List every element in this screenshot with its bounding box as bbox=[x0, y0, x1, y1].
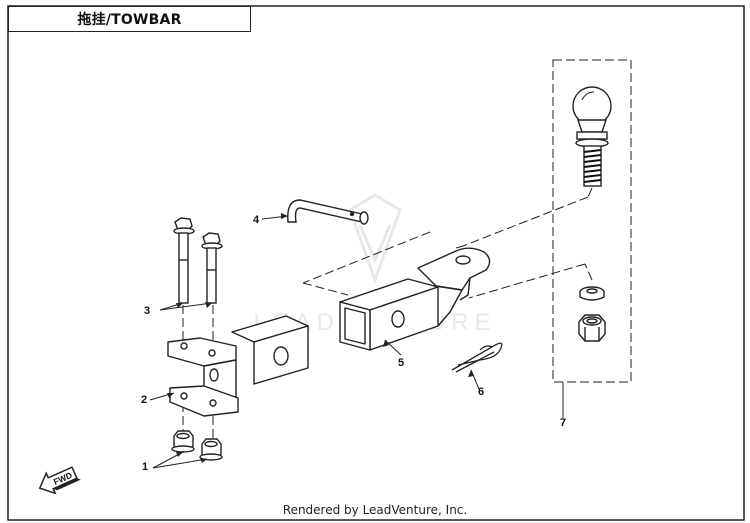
receiver-bracket bbox=[167, 315, 309, 417]
bolts bbox=[173, 217, 223, 304]
callout-7: 7 bbox=[560, 417, 566, 429]
callout-6: 6 bbox=[478, 386, 484, 398]
drawbar bbox=[339, 247, 491, 351]
part-7-group-box bbox=[552, 59, 632, 383]
callout-1: 1 bbox=[142, 461, 148, 473]
callout-labels: 1 2 3 4 5 6 7 bbox=[141, 214, 566, 473]
diagram-border bbox=[7, 5, 745, 521]
leader-arrowheads bbox=[167, 213, 474, 463]
callout-4: 4 bbox=[253, 214, 260, 226]
flange-nuts bbox=[171, 430, 223, 461]
hitch-pin bbox=[287, 199, 369, 225]
hex-nut bbox=[578, 314, 606, 342]
callout-5: 5 bbox=[398, 357, 404, 369]
callout-2: 2 bbox=[141, 394, 147, 406]
callout-3: 3 bbox=[144, 305, 150, 317]
lock-washer bbox=[579, 286, 605, 301]
footer-credit: Rendered by LeadVenture, Inc. bbox=[282, 503, 468, 517]
fwd-arrow-icon: FWD bbox=[38, 466, 81, 495]
diagram-title: 拖挂/TOWBAR bbox=[77, 12, 182, 28]
hairpin-clip bbox=[451, 342, 503, 373]
hitch-ball bbox=[572, 86, 612, 187]
